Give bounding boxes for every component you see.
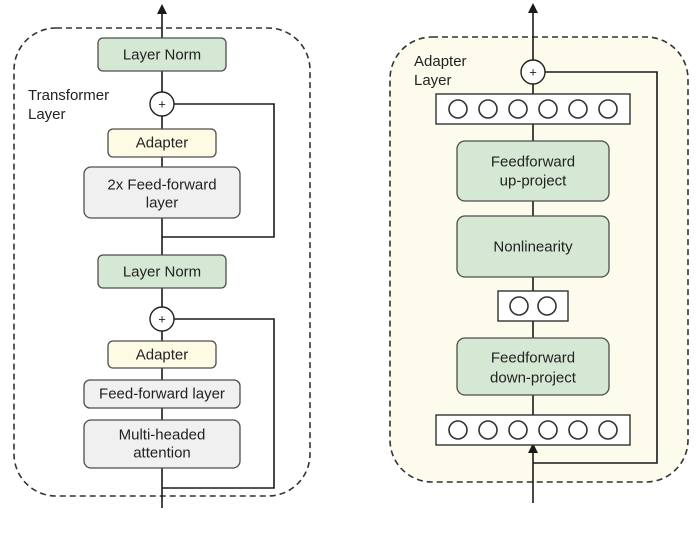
adapter-skip-connection-wire — [533, 71, 658, 464]
adapter-add-node — [520, 59, 546, 85]
layer-norm-bottom-label: Layer Norm — [123, 264, 201, 281]
adapter-add-symbol: + — [529, 65, 537, 80]
layer-norm-bottom-box — [97, 254, 227, 289]
up-project-label-line1: Feedforward — [491, 154, 575, 171]
output-units-box — [435, 93, 631, 125]
input-unit-5 — [568, 420, 588, 440]
multi-headed-attention-label-line2: attention — [133, 445, 191, 462]
output-unit-2 — [478, 99, 498, 119]
output-unit-5 — [568, 99, 588, 119]
bottleneck-units-box — [497, 290, 569, 322]
input-units-box — [435, 414, 631, 446]
down-project-label-line2: down-project — [490, 370, 577, 387]
feedforward-up-project-box — [456, 140, 610, 202]
adapter-bottom-box — [107, 340, 217, 369]
transformer-layer-title-line1: Transformer — [28, 87, 109, 104]
output-unit-6 — [598, 99, 618, 119]
add-bottom-symbol: + — [158, 312, 166, 327]
layer-norm-top-label: Layer Norm — [123, 47, 201, 64]
feed-forward-2x-box — [83, 166, 241, 219]
output-neurons — [448, 99, 618, 119]
input-unit-1 — [448, 420, 468, 440]
feed-forward-2x-label-line2: layer — [146, 195, 179, 212]
bottleneck-units-row — [497, 290, 569, 322]
input-neurons — [448, 420, 618, 440]
nonlinearity-label: Nonlinearity — [493, 239, 573, 256]
multi-headed-attention-box — [83, 419, 241, 469]
input-unit-4 — [538, 420, 558, 440]
up-project-label-line2: up-project — [500, 173, 568, 190]
adapter-layer-panel: Adapter Layer + Feedforward up-project N… — [389, 3, 689, 503]
output-unit-1 — [448, 99, 468, 119]
feedforward-down-project-box — [456, 337, 610, 396]
output-unit-3 — [508, 99, 528, 119]
feed-forward-label: Feed-forward layer — [99, 386, 225, 403]
feed-forward-2x-label-line1: 2x Feed-forward — [107, 177, 216, 194]
adapter-top-box — [107, 128, 217, 158]
adapter-bottom-label: Adapter — [136, 347, 189, 364]
transformer-layer-title-line2: Layer — [28, 106, 66, 123]
down-project-label-line1: Feedforward — [491, 350, 575, 367]
input-unit-2 — [478, 420, 498, 440]
output-unit-4 — [538, 99, 558, 119]
input-unit-3 — [508, 420, 528, 440]
transformer-layer-panel: Transformer Layer Layer Norm + Adapter 2… — [13, 4, 311, 508]
adapter-layer-title-line1: Adapter — [414, 53, 467, 70]
multi-headed-attention-label-line1: Multi-headed — [119, 427, 206, 444]
adapter-layer-title-line2: Layer — [414, 72, 452, 89]
feed-forward-box — [83, 379, 241, 409]
nonlinearity-box — [456, 215, 610, 278]
add-top-symbol: + — [158, 97, 166, 112]
input-units-row — [435, 414, 631, 446]
input-unit-6 — [598, 420, 618, 440]
output-units-row — [435, 93, 631, 125]
add-top-node — [149, 91, 175, 117]
residual-bottom-wire — [162, 318, 275, 489]
adapter-top-label: Adapter — [136, 135, 189, 152]
bottleneck-unit-2 — [537, 296, 557, 316]
add-bottom-node — [149, 306, 175, 332]
residual-top-wire — [162, 103, 275, 238]
bottleneck-neurons — [509, 296, 557, 316]
bottleneck-unit-1 — [509, 296, 529, 316]
layer-norm-top-box — [97, 37, 227, 72]
